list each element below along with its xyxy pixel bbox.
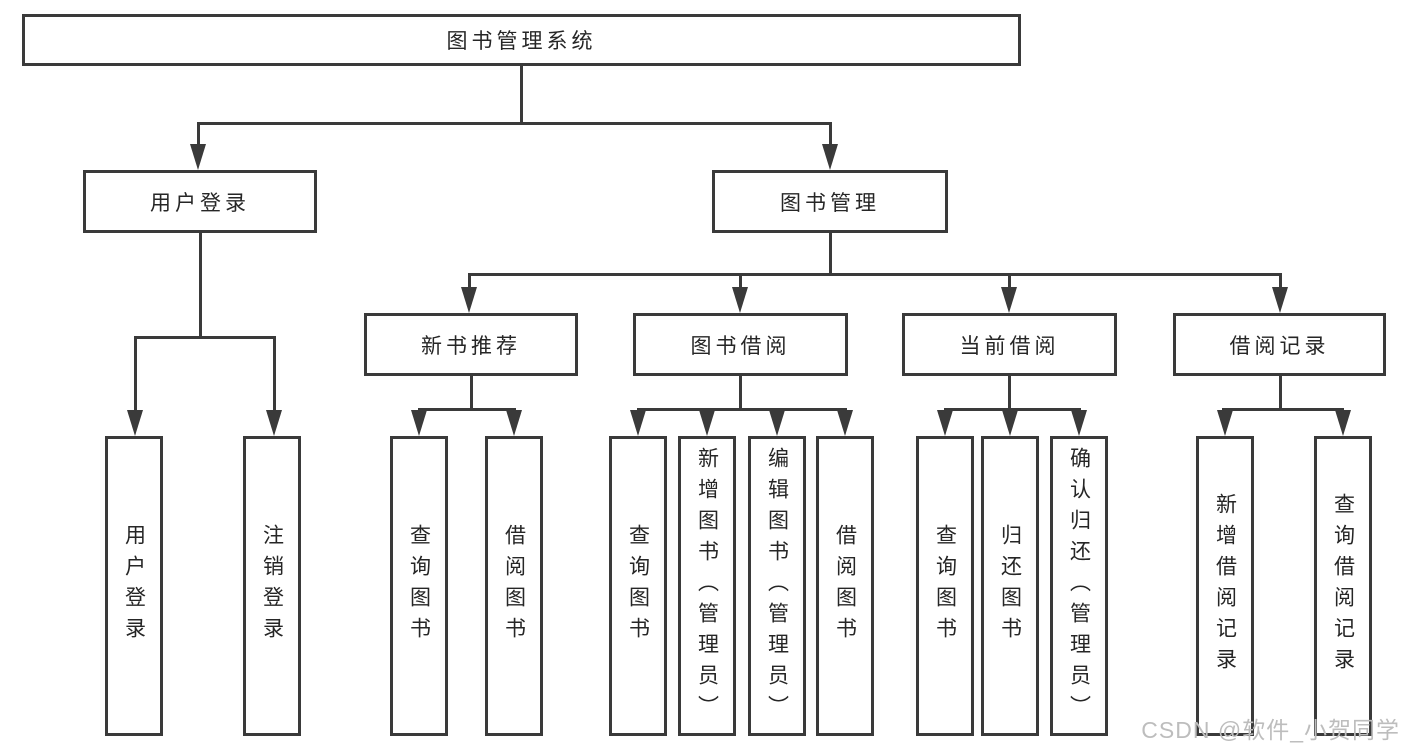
connector-book-mgmt-stem xyxy=(829,233,832,273)
arrow-into-book-mgmt xyxy=(822,144,838,170)
leaf-borrow-books-2: 借阅图书 xyxy=(816,436,874,736)
arrow-into-return-book xyxy=(1002,410,1018,436)
arrow-into-query-books-1 xyxy=(411,410,427,436)
connector-arm-login-leaf xyxy=(134,336,137,412)
connector-arm-book-mgmt xyxy=(829,122,832,148)
arrow-into-add-record xyxy=(1217,410,1233,436)
leaf-borrow-books-1: 借阅图书 xyxy=(485,436,543,736)
connector-book-borrow-rail xyxy=(637,408,847,411)
arrow-into-login-leaf xyxy=(127,410,143,436)
arrow-into-query-books-3 xyxy=(937,410,953,436)
leaf-return-book: 归还图书 xyxy=(981,436,1039,736)
leaf-add-book-admin: 新增图书（管理员） xyxy=(678,436,736,736)
arrow-into-book-borrow xyxy=(732,287,748,313)
leaf-add-borrow-record: 新增借阅记录 xyxy=(1196,436,1254,736)
leaf-query-books-1: 查询图书 xyxy=(390,436,448,736)
leaf-logout: 注销登录 xyxy=(243,436,301,736)
node-current-borrow: 当前借阅 xyxy=(902,313,1117,376)
leaf-confirm-return-admin: 确认归还（管理员） xyxy=(1050,436,1108,736)
connector-arm-borrow-records xyxy=(1279,273,1282,291)
connector-root-rail xyxy=(197,122,831,125)
leaf-query-borrow-record: 查询借阅记录 xyxy=(1314,436,1372,736)
node-book-mgmt: 图书管理 xyxy=(712,170,948,233)
csdn-watermark: CSDN @软件_小贺同学 xyxy=(1141,717,1400,743)
arrow-into-borrow-books-1 xyxy=(506,410,522,436)
connector-arm-user-login xyxy=(197,122,200,148)
connector-user-login-stem xyxy=(199,233,202,336)
leaf-query-books-2: 查询图书 xyxy=(609,436,667,736)
connector-book-mgmt-rail xyxy=(468,273,1281,276)
connector-borrow-records-rail xyxy=(1222,408,1344,411)
arrow-into-borrow-books-2 xyxy=(837,410,853,436)
connector-arm-new-books xyxy=(468,273,471,291)
connector-current-borrow-stem xyxy=(1008,376,1011,408)
arrow-into-add-book xyxy=(699,410,715,436)
connector-new-books-rail xyxy=(418,408,516,411)
arrow-into-query-record xyxy=(1335,410,1351,436)
leaf-user-login: 用户登录 xyxy=(105,436,163,736)
connector-arm-current-borrow xyxy=(1008,273,1011,291)
connector-new-books-stem xyxy=(470,376,473,408)
arrow-into-user-login xyxy=(190,144,206,170)
leaf-query-books-3: 查询图书 xyxy=(916,436,974,736)
node-user-login: 用户登录 xyxy=(83,170,317,233)
connector-arm-book-borrow xyxy=(739,273,742,291)
connector-current-borrow-rail xyxy=(944,408,1081,411)
arrow-into-edit-book xyxy=(769,410,785,436)
connector-user-login-rail xyxy=(134,336,276,339)
connector-arm-logout-leaf xyxy=(273,336,276,412)
connector-book-borrow-stem xyxy=(739,376,742,408)
node-new-books: 新书推荐 xyxy=(364,313,578,376)
connector-borrow-records-stem xyxy=(1279,376,1282,408)
node-root-system: 图书管理系统 xyxy=(22,14,1021,66)
arrow-into-query-books-2 xyxy=(630,410,646,436)
arrow-into-new-books xyxy=(461,287,477,313)
node-book-borrow: 图书借阅 xyxy=(633,313,848,376)
arrow-into-current-borrow xyxy=(1001,287,1017,313)
leaf-edit-book-admin: 编辑图书（管理员） xyxy=(748,436,806,736)
arrow-into-logout-leaf xyxy=(266,410,282,436)
arrow-into-borrow-records xyxy=(1272,287,1288,313)
connector-root-stem xyxy=(520,66,523,122)
node-borrow-records: 借阅记录 xyxy=(1173,313,1386,376)
arrow-into-confirm-return xyxy=(1071,410,1087,436)
